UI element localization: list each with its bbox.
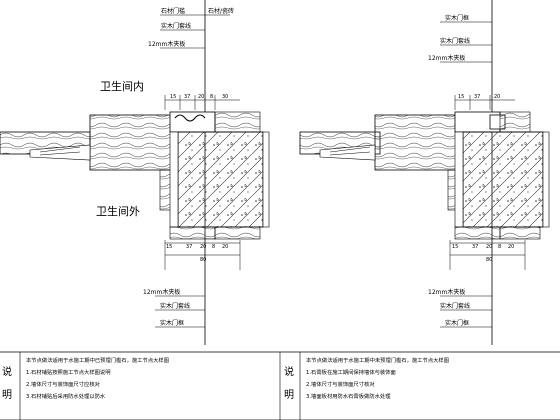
svg-text:实木门框: 实木门框 [160, 319, 184, 327]
svg-text:实木门套线: 实木门套线 [440, 302, 470, 310]
footer-notes: 说 明 说 明 本节点做法适用于水施工期中已预埋门槛石，施工节点大样图 1.石材… [0, 351, 560, 420]
svg-text:20: 20 [494, 94, 500, 100]
svg-text:37: 37 [186, 244, 192, 250]
svg-text:实木门套线: 实木门套线 [160, 302, 190, 310]
right-notes-item-2: 2.墙体尺寸与装饰面尺寸核对 [306, 380, 375, 388]
svg-text:8: 8 [212, 244, 215, 250]
svg-text:12mm木夹板: 12mm木夹板 [428, 54, 465, 62]
left-dims-bottom: 15 37 20 8 20 80 [164, 240, 241, 270]
svg-text:20: 20 [200, 244, 206, 250]
right-notes-label-1: 说 [284, 365, 294, 378]
svg-text:80: 80 [200, 257, 206, 263]
right-bottom-callouts: 12mm木夹板 实木门套线 实木门框 [428, 288, 492, 328]
svg-text:实木门套线: 实木门套线 [440, 37, 470, 45]
right-notes-title: 本节点做法适用于水施工期中未预埋门槛石，施工节点大样图 [306, 356, 449, 364]
left-notes-item-2: 2.墙体尺寸与装饰面尺寸应核对 [26, 380, 101, 388]
svg-text:8: 8 [498, 244, 501, 250]
left-bottom-callouts: 12mm木夹板 实木门套线 实木门框 [143, 288, 205, 328]
left-notes-title: 本节点做法适用于水施工期中已预埋门槛石，施工节点大样图 [26, 356, 169, 364]
svg-text:37: 37 [184, 94, 190, 100]
svg-text:20: 20 [508, 244, 514, 250]
svg-text:80: 80 [486, 257, 492, 263]
svg-text:15: 15 [458, 94, 464, 100]
right-dims-bottom: 15 37 20 8 20 80 [449, 240, 526, 270]
left-callout-4: 石材/瓷砖 [208, 7, 234, 15]
right-notes-item-3: 3.墙面板材用防水石膏板做防水处理 [306, 392, 391, 400]
left-wall [177, 131, 264, 228]
left-dims-top: 15 37 20 8 30 [164, 94, 240, 110]
svg-text:实木门框: 实木门框 [445, 319, 469, 327]
svg-text:8: 8 [210, 94, 213, 100]
left-notes-label-1: 说 [2, 365, 12, 378]
svg-text:15: 15 [166, 244, 172, 250]
svg-text:12mm木夹板: 12mm木夹板 [143, 288, 180, 296]
left-label-outside: 卫生间外 [96, 204, 140, 218]
svg-text:12mm木夹板: 12mm木夹板 [428, 288, 465, 296]
right-wall [462, 131, 544, 228]
right-top-callouts: 实木门框 实木门套线 12mm木夹板 [428, 14, 492, 63]
left-notes-item-3: 3.石材铺贴后采用防水处理以防水 [26, 392, 106, 400]
right-notes-item-1: 1.石膏板在施工期间保持墙体与装饰面 [306, 368, 396, 376]
left-door-leaf [0, 114, 176, 171]
svg-text:30: 30 [222, 94, 228, 100]
left-callout-1: 石材门槛 [161, 7, 185, 15]
left-callout-3: 12mm木夹板 [148, 40, 185, 48]
svg-text:20: 20 [222, 244, 228, 250]
svg-text:15: 15 [170, 94, 176, 100]
svg-text:37: 37 [474, 94, 480, 100]
left-label-inside: 卫生间内 [100, 79, 144, 93]
svg-text:20: 20 [486, 244, 492, 250]
right-dims-top: 15 37 20 [454, 94, 515, 110]
right-bottom-trim [454, 226, 541, 240]
svg-text:实木门框: 实木门框 [445, 14, 469, 22]
left-notes-item-1: 1.石材铺贴按照施工节点大样图说明 [26, 368, 111, 376]
right-detail: 实木门框 实木门套线 12mm木夹板 15 37 20 [299, 0, 550, 345]
svg-text:15: 15 [452, 244, 458, 250]
svg-text:37: 37 [472, 244, 478, 250]
right-notes-label-2: 明 [284, 389, 294, 401]
left-bottom-trim [169, 226, 261, 240]
left-callout-2: 实木门套线 [161, 22, 191, 30]
left-detail: 石材门槛 实木门套线 12mm木夹板 石材/瓷砖 卫生间内 卫生间外 15 37… [0, 0, 270, 345]
right-door-leaf [299, 114, 461, 171]
svg-text:20: 20 [198, 94, 204, 100]
left-notes-label-2: 明 [2, 389, 12, 401]
left-top-callouts: 石材门槛 实木门套线 12mm木夹板 石材/瓷砖 [148, 7, 234, 49]
